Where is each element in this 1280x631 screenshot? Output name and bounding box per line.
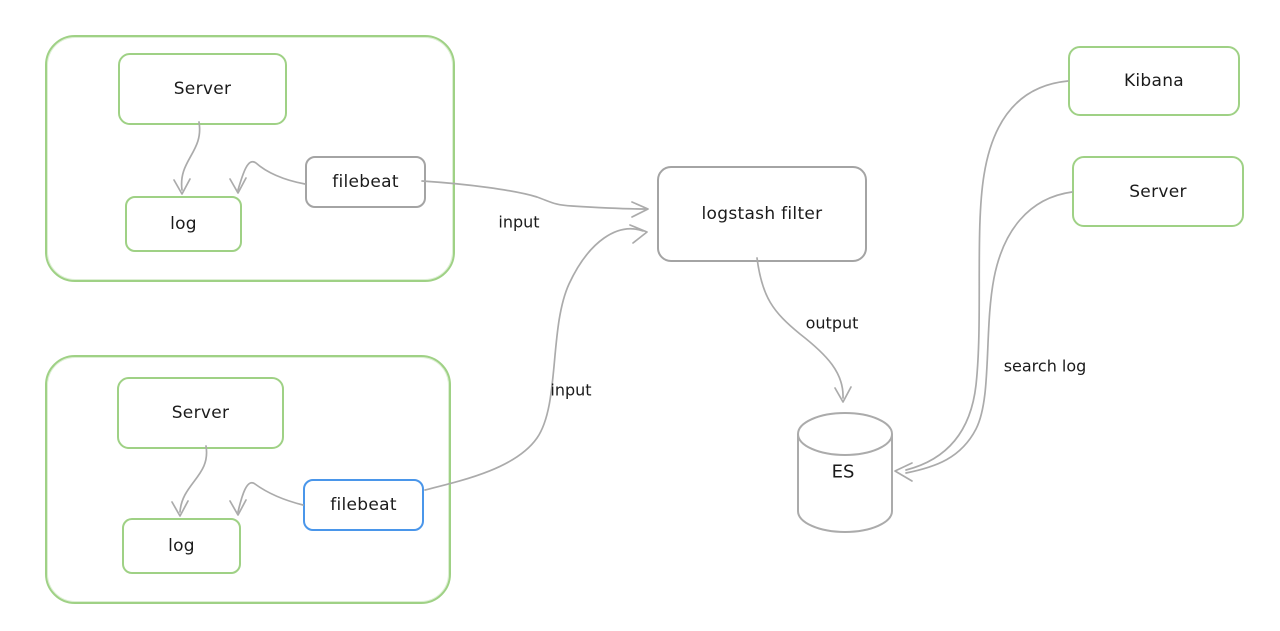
node-label: logstash filter <box>701 204 823 224</box>
edge-label-input-bottom: input <box>550 380 592 400</box>
arrowhead-output <box>834 386 852 403</box>
edge-filebeat-bottom-to-logstash <box>424 227 644 491</box>
edge-label-output: output <box>805 313 859 333</box>
node-label: filebeat <box>332 172 399 192</box>
edge-filebeat-top-to-logstash <box>421 180 646 210</box>
arrowhead-input-bottom <box>629 224 648 244</box>
edge-kibana-to-es <box>905 80 1069 471</box>
node-server-right: Server <box>1072 156 1244 227</box>
node-kibana: Kibana <box>1068 46 1240 116</box>
node-es-label: ES <box>831 461 855 483</box>
node-filebeat-top: filebeat <box>305 156 426 208</box>
node-server-top: Server <box>118 53 287 125</box>
node-label: log <box>170 214 197 234</box>
edge-label-input-top: input <box>498 212 540 232</box>
arrowhead-search-log <box>894 462 913 482</box>
node-log-bottom: log <box>122 518 241 574</box>
node-logstash-filter: logstash filter <box>657 166 867 262</box>
node-label: Server <box>1129 181 1187 202</box>
node-label: Server <box>173 79 232 99</box>
arrowhead-input-top <box>631 201 649 218</box>
node-label: Server <box>171 403 230 423</box>
server-group-top <box>45 35 455 282</box>
node-label: log <box>168 536 195 556</box>
node-label: Kibana <box>1123 71 1185 91</box>
node-label: filebeat <box>330 495 397 515</box>
edge-label-search-log: search log <box>1003 356 1087 376</box>
node-log-top: log <box>125 196 242 252</box>
node-filebeat-bottom: filebeat <box>303 479 424 531</box>
node-server-bottom: Server <box>117 377 284 449</box>
edge-server-right-to-es <box>905 191 1073 474</box>
